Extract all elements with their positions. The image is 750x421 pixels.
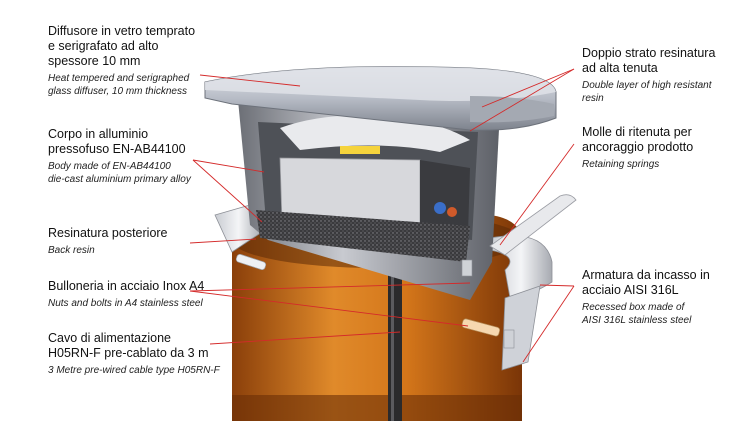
callout-bolts: Bulloneria in acciaio Inox A4 Nuts and b… [48, 279, 204, 310]
callout-cable: Cavo di alimentazione H05RN-F pre-cablat… [48, 331, 220, 377]
cable-label-en: 3 Metre pre-wired cable type H05RN-F [48, 365, 220, 376]
springs-label-en: Retaining springs [582, 159, 660, 170]
leader-diffuser [199, 74, 301, 87]
diffuser-label-it: Diffusore in vetro temprato e serigrafat… [48, 24, 196, 68]
leader-lines [189, 68, 575, 363]
retaining-spring [489, 194, 577, 256]
bolts-label-it: Bulloneria in acciaio Inox A4 [48, 279, 205, 293]
diffuser-label-en: Heat tempered and serigraphed glass diff… [48, 73, 190, 97]
callout-double-resin: Doppio strato resinatura ad alta tenuta … [582, 46, 715, 105]
leader-springs [499, 143, 575, 246]
body-label-it: Corpo in alluminio pressofuso EN-AB44100 [48, 127, 186, 156]
back-resin-label-en: Back resin [48, 245, 95, 256]
callout-springs: Molle di ritenuta per ancoraggio prodott… [582, 125, 693, 171]
leader-bolts-2 [189, 290, 469, 327]
double-resin-label-en: Double layer of high resistant resin [582, 80, 712, 104]
leader-recessed-box-2 [522, 285, 575, 363]
springs-label-it: Molle di ritenuta per ancoraggio prodott… [582, 125, 694, 154]
leader-bolts-1 [189, 282, 471, 292]
power-cable [388, 262, 402, 421]
callout-recessed-box: Armatura da incasso in acciaio AISI 316L… [582, 268, 710, 327]
stainless-bolts [235, 253, 515, 349]
leader-body-1 [192, 159, 265, 173]
recessed-box-label-it: Armatura da incasso in acciaio AISI 316L [582, 268, 710, 297]
leader-back-resin [189, 238, 257, 244]
bolts-label-en: Nuts and bolts in A4 stainless steel [48, 298, 203, 309]
callout-body: Corpo in alluminio pressofuso EN-AB44100… [48, 127, 191, 186]
body-label-en: Body made of EN-AB44100 die-cast alumini… [48, 161, 191, 185]
callout-back-resin: Resinatura posteriore Back resin [48, 226, 168, 257]
recessed-box-label-en: Recessed box made of AISI 316L stainless… [582, 302, 692, 326]
leader-cable [209, 331, 401, 345]
cable-label-it: Cavo di alimentazione H05RN-F pre-cablat… [48, 331, 209, 360]
leader-double-resin-2 [469, 68, 575, 132]
back-resin-layer [256, 210, 470, 262]
double-resin-label-it: Doppio strato resinatura ad alta tenuta [582, 46, 716, 75]
leader-recessed-box-1 [539, 284, 575, 287]
callout-diffuser: Diffusore in vetro temprato e serigrafat… [48, 24, 195, 98]
back-resin-label-it: Resinatura posteriore [48, 226, 168, 240]
glass-diffuser [204, 66, 557, 131]
leader-body-2 [192, 159, 263, 223]
leader-double-resin-1 [481, 68, 575, 108]
